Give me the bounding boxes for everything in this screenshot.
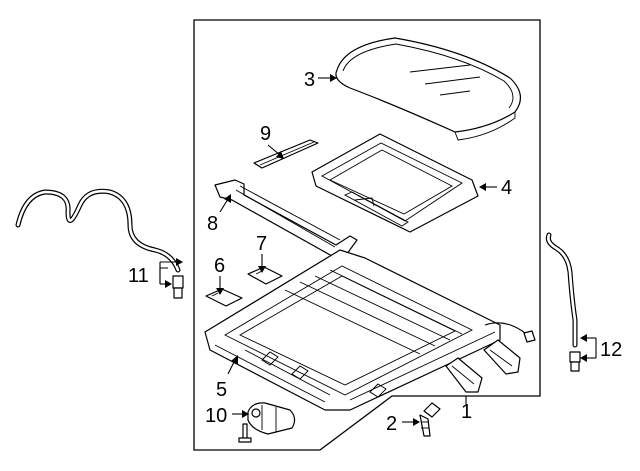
callout-5: 5 <box>216 379 227 401</box>
callout-10: 10 <box>205 405 227 427</box>
bracket-6 <box>205 288 243 307</box>
callout-9: 9 <box>260 123 271 145</box>
callout-11: 11 <box>128 265 149 287</box>
glass-panel <box>335 37 521 141</box>
callout-6: 6 <box>214 255 225 277</box>
callout-4: 4 <box>501 177 512 199</box>
callout-1: 1 <box>461 401 472 423</box>
assembly-boundary <box>193 19 541 451</box>
callout-12: 12 <box>600 339 622 361</box>
sunroof-frame-assembly <box>204 249 501 411</box>
rear-drain-hose <box>545 232 581 372</box>
sunroof-motor <box>238 402 296 443</box>
bracket-7 <box>247 266 283 285</box>
guide-rail-right <box>483 339 521 375</box>
deflector-strip <box>253 139 319 169</box>
callout-2: 2 <box>386 413 397 435</box>
front-drain-hose <box>15 188 184 299</box>
glass-frame <box>311 133 479 233</box>
guide-rail-left <box>445 357 483 393</box>
bolt <box>419 402 441 437</box>
drain-connector-plug <box>523 330 536 343</box>
callout-3: 3 <box>304 69 315 91</box>
callout-7: 7 <box>256 233 267 255</box>
callout-8: 8 <box>207 213 218 235</box>
